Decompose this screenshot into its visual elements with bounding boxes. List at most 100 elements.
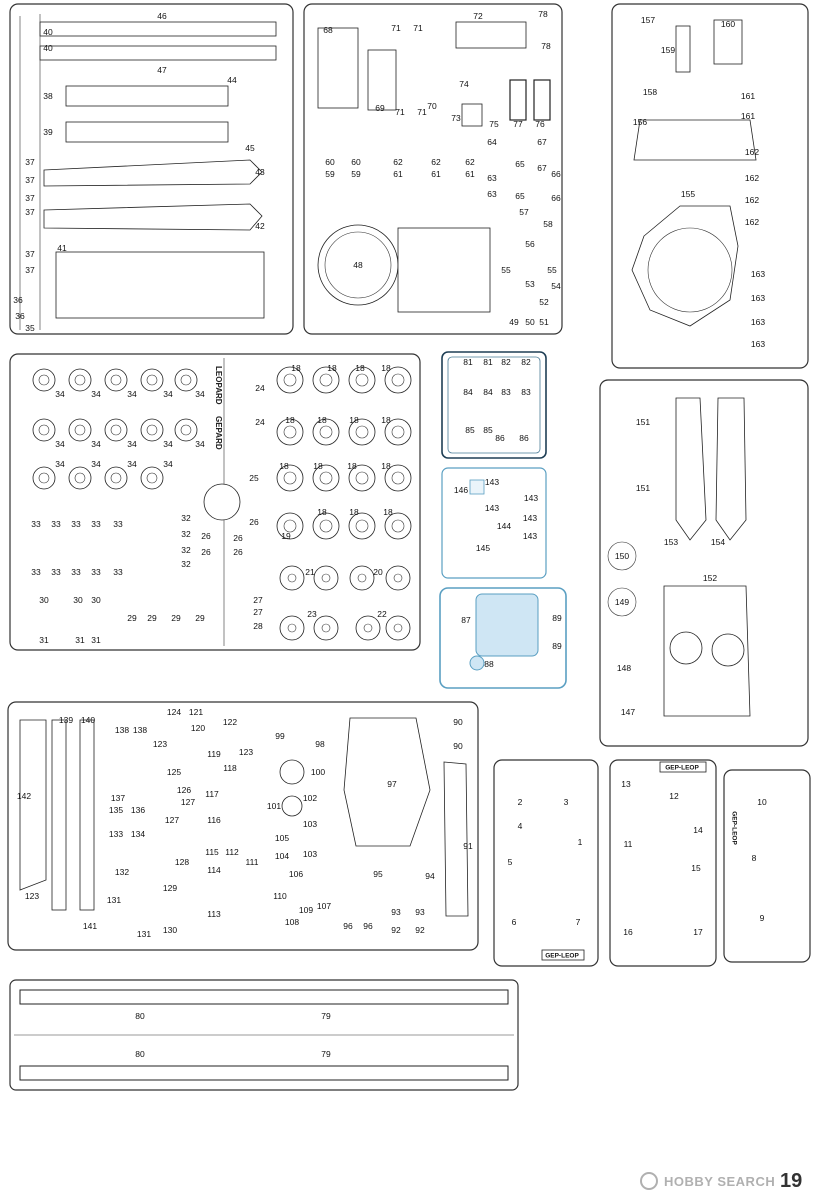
part-number-label: 155 [681,189,695,199]
part-number-label: 34 [127,389,137,399]
part-number-label: 34 [55,439,65,449]
part-number-label: 1 [578,837,583,847]
part-number-label: 143 [485,503,499,513]
part-number-label: 103 [303,819,317,829]
part-number-label: 18 [327,363,337,373]
part-number-label: 38 [43,91,53,101]
road-wheel-part [32,466,56,490]
part-number-label: 163 [751,317,765,327]
part-number-label: 119 [207,749,221,759]
part-number-label: 34 [163,459,173,469]
part-number-label: 35 [25,323,35,333]
part-number-label: 123 [25,891,39,901]
part-number-label: 18 [285,415,295,425]
part-number-label: 86 [495,433,505,443]
part-number-label: 101 [267,801,281,811]
part-number-label: 37 [25,249,35,259]
part-number-label: 26 [201,531,211,541]
road-wheel-part [279,615,305,641]
part-number-label: 60 [351,157,361,167]
part-number-label: 34 [195,439,205,449]
part-number-label: 105 [275,833,289,843]
part-number-label: 27 [253,607,263,617]
part-number-label: 15 [691,863,701,873]
hobby-search-logo: HOBBY SEARCH [640,1168,775,1194]
part-number-label: 68 [323,25,333,35]
part-number-label: 19 [281,531,291,541]
part-number-label: 89 [552,613,562,623]
part-number-label: 113 [207,909,221,919]
frame-l-tag: GEP-LEOP [731,811,738,845]
part-number-label: 97 [387,779,397,789]
part-number-label: 29 [127,613,137,623]
part-number-label: 33 [113,567,123,577]
part-number-label: 11 [624,839,633,849]
part-number-label: 79 [321,1011,331,1021]
part-number-label: 29 [147,613,157,623]
part-number-label: 106 [289,869,303,879]
part-number-label: 34 [163,389,173,399]
road-wheel-part [312,418,340,446]
part-number-label: 12 [669,791,679,801]
road-wheel-part [276,512,304,540]
part-number-label: 127 [165,815,179,825]
frame-b [303,3,563,335]
part-number-label: 143 [485,477,499,487]
part-number-label: 75 [489,119,499,129]
road-wheel-part [348,366,376,394]
part-number-label: 63 [487,189,497,199]
part-number-label: 61 [393,169,403,179]
road-wheel-part [104,418,128,442]
part-number-label: 93 [391,907,401,917]
part-number-label: 62 [393,157,403,167]
wheel-hub-part [391,425,405,439]
part-number-label: 130 [163,925,177,935]
part-number-label: 88 [484,659,494,669]
part-number-label: 79 [321,1049,331,1059]
part-number-label: 25 [249,473,259,483]
part-number-label: 30 [39,595,49,605]
part-number-label: 90 [453,741,463,751]
part-number-label: 115 [205,847,219,857]
part-number-label: 80 [135,1049,145,1059]
part-number-label: 69 [375,103,385,113]
wheel-hub-part [321,623,331,633]
frame-g [439,587,567,689]
part-number-label: 152 [703,573,717,583]
part-number-label: 66 [551,169,561,179]
wheel-hub-part [319,519,333,533]
part-number-label: 16 [623,927,633,937]
part-number-label: 162 [745,147,759,157]
part-number-label: 6 [512,917,517,927]
part-number-label: 18 [291,363,301,373]
part-number-label: 77 [513,119,523,129]
part-number-label: 26 [249,517,259,527]
wheel-hub-part [74,374,86,386]
part-number-label: 144 [497,521,511,531]
part-number-label: 83 [501,387,511,397]
frame-a [9,3,294,335]
part-number-label: 111 [246,857,259,867]
part-number-label: 34 [55,459,65,469]
road-wheel-part [348,418,376,446]
part-number-label: 98 [315,739,325,749]
part-number-label: 52 [539,297,549,307]
part-number-label: 82 [521,357,531,367]
part-number-label: 8 [752,853,757,863]
part-number-label: 71 [417,107,427,117]
wheel-hub-part [74,424,86,436]
wheel-hub-part [283,519,297,533]
part-number-label: 60 [325,157,335,167]
part-number-label: 123 [153,739,167,749]
part-number-label: 34 [195,389,205,399]
part-number-label: 20 [373,567,383,577]
part-number-label: 151 [636,417,650,427]
part-number-label: 34 [127,459,137,469]
